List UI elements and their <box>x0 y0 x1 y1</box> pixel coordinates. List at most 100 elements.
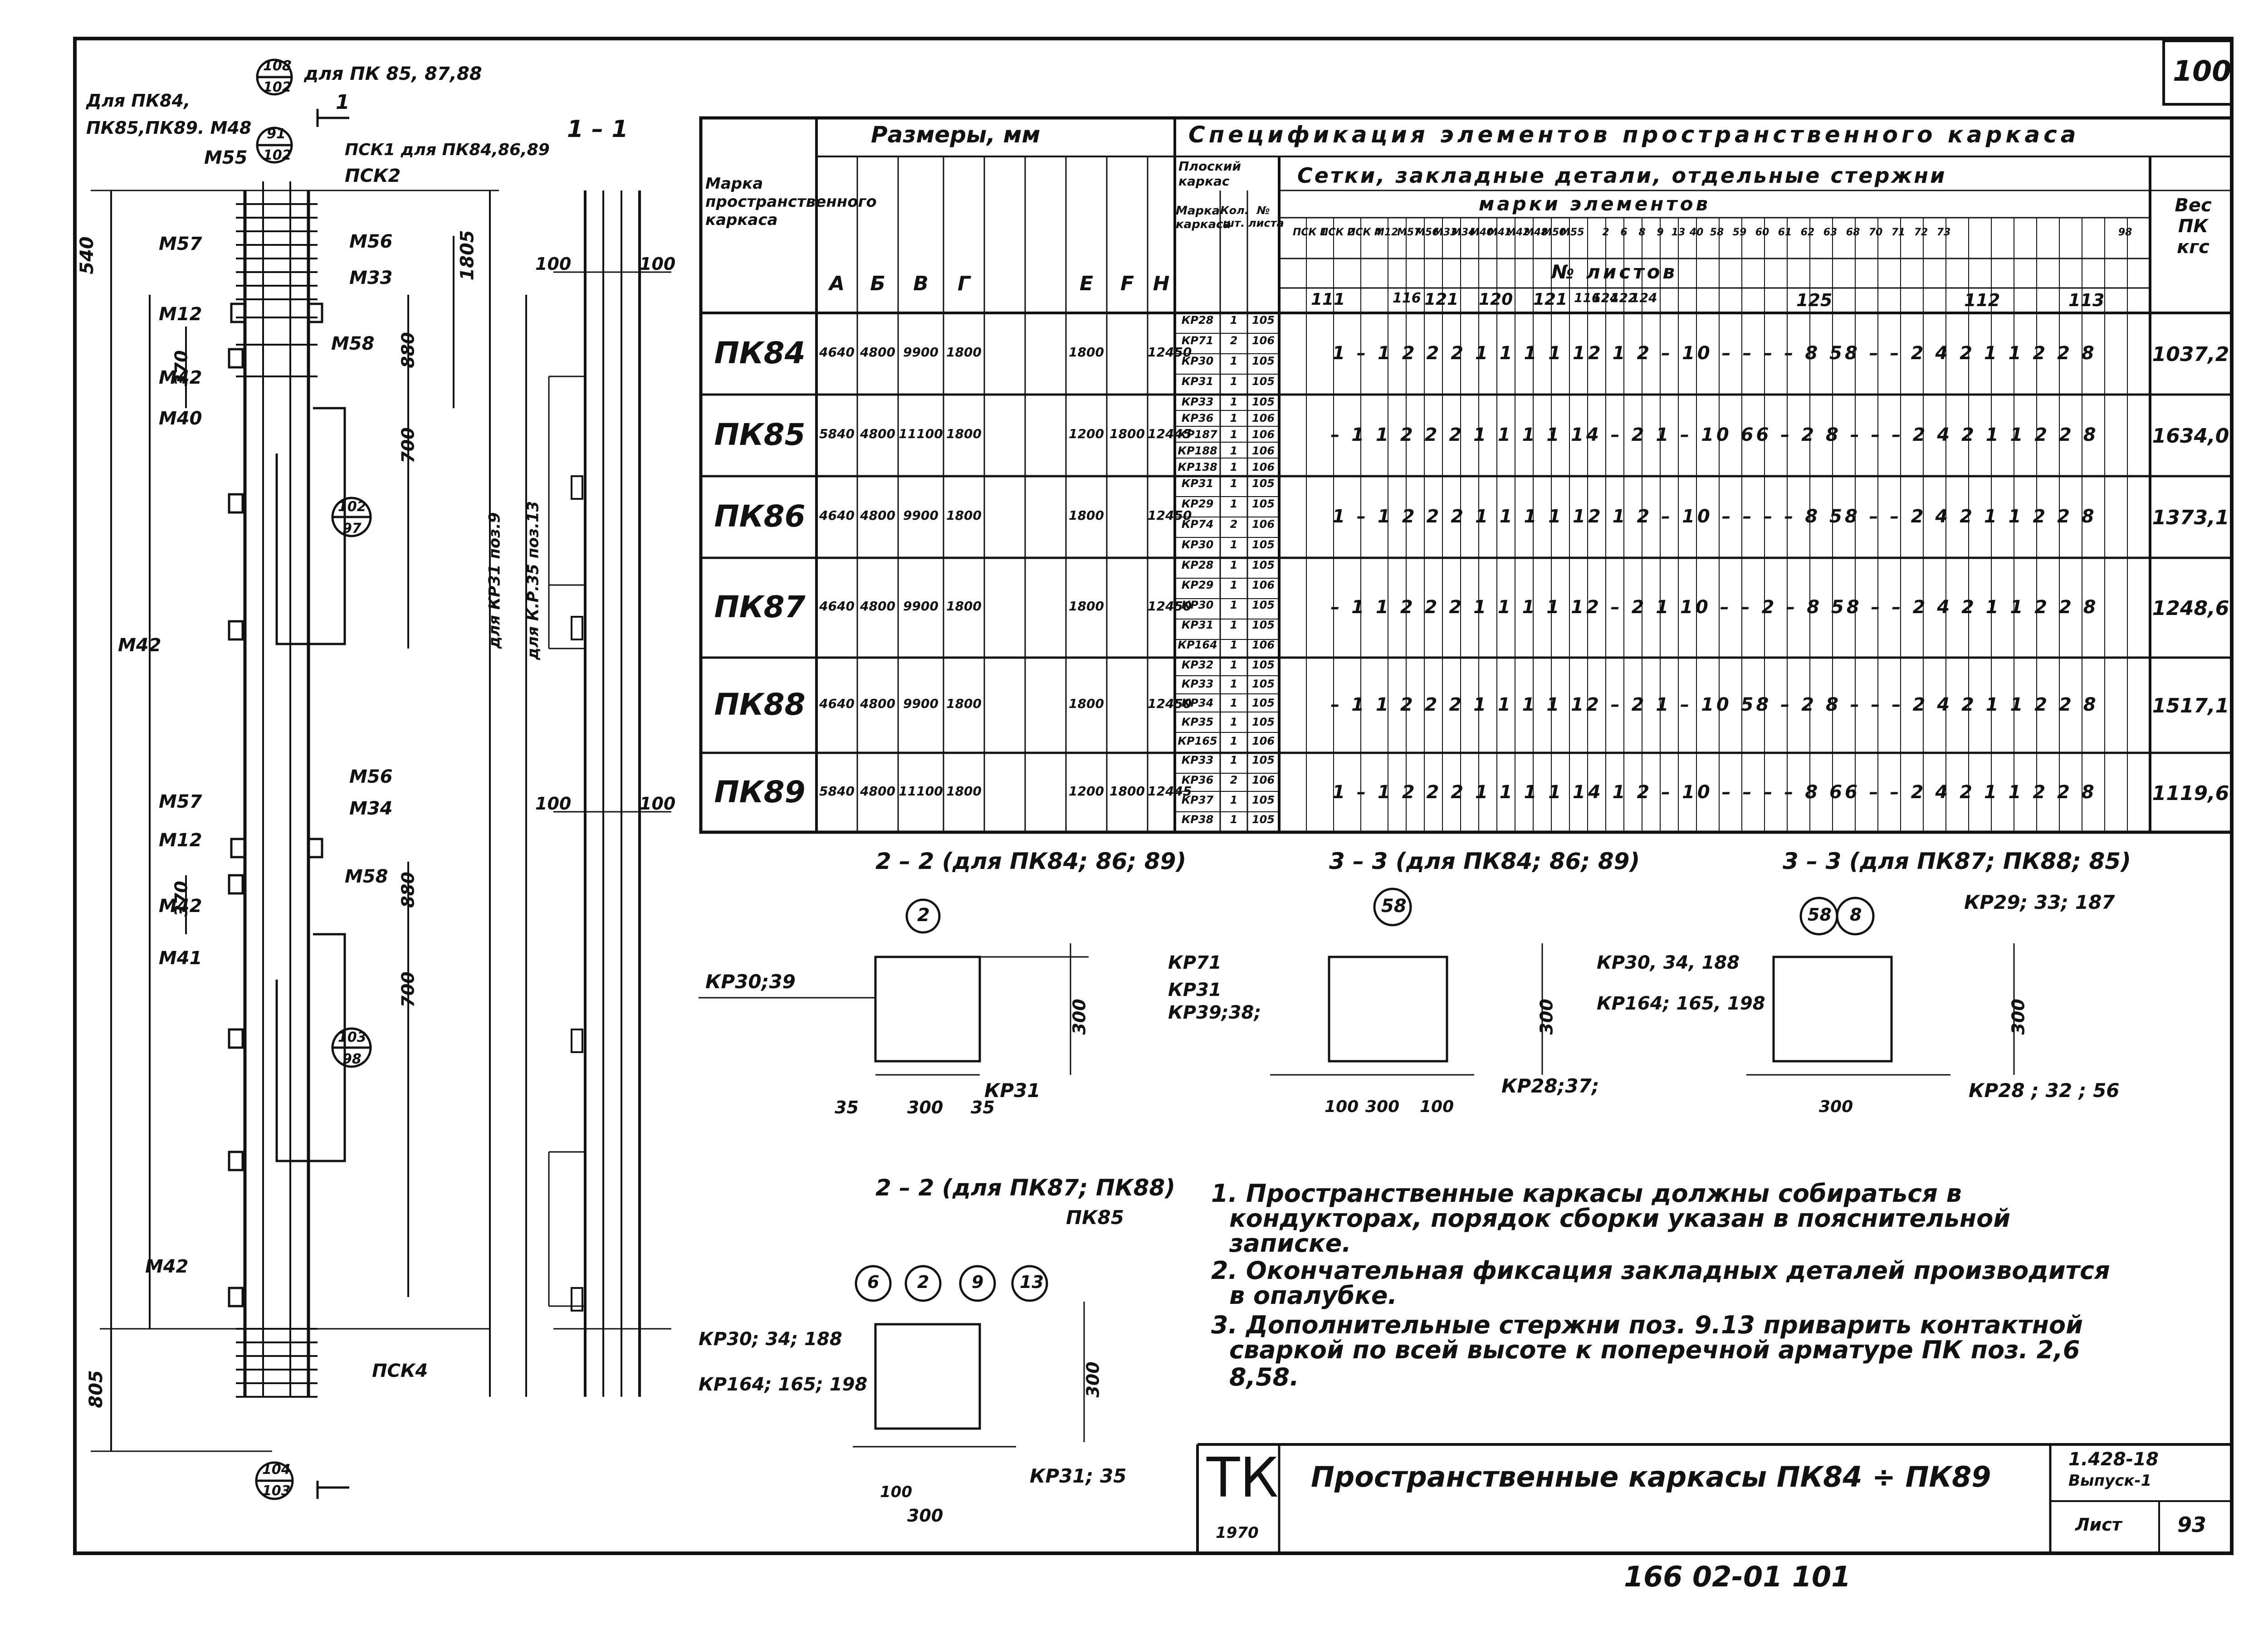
element-mark-header: М12 <box>1374 227 1398 238</box>
spec-table-grid <box>699 116 2234 834</box>
row-sheets-entry: 105 <box>1251 559 1275 571</box>
row-counts-entry: 1 <box>1230 375 1238 388</box>
row-dim-a: 4640 <box>819 599 855 614</box>
s33-left: КР71 <box>1168 952 1222 973</box>
element-mark-header: М40 <box>1470 227 1494 238</box>
issue: Выпуск-1 <box>2068 1472 2152 1490</box>
dim-label: 1805 <box>457 230 478 281</box>
s22-left: КР30;39 <box>705 971 796 993</box>
vertical-note2: для К.Р.35 поз.13 <box>524 501 543 660</box>
callout-mid1-sub: 97 <box>342 521 362 537</box>
s39-callout: 58 <box>1808 905 1832 925</box>
row-sheets-entry: 105 <box>1251 599 1275 611</box>
note-2b: в опалубке. <box>1229 1281 1398 1310</box>
row-sheets-entry: 106 <box>1251 518 1275 531</box>
s22-dim: 35 <box>835 1097 859 1117</box>
dim-label: 100 <box>640 254 676 274</box>
element-mark-header: 2 <box>1602 227 1609 238</box>
s33-title: 3 – 3 (для ПК84; 86; 89) <box>1329 848 1640 874</box>
row-dim-a: 5840 <box>819 426 855 441</box>
element-mark-header: ПСК 2 <box>1320 227 1354 238</box>
s22b-title: 2 – 2 (для ПК87; ПК88) <box>875 1175 1176 1201</box>
dim-label: 540 <box>76 236 98 274</box>
element-mark-header: М57 <box>1397 227 1421 238</box>
m-label: М55 <box>204 147 248 168</box>
row-counts-entry: 1 <box>1230 461 1238 473</box>
note-1b: кондукторах, порядок сборки указан в поя… <box>1229 1204 2011 1233</box>
s22b-callout: 2 <box>917 1272 929 1292</box>
row-dim-g: 1800 <box>946 696 982 711</box>
row-sheets-entry: 106 <box>1251 461 1275 473</box>
callout-circles-left <box>255 59 372 1500</box>
row-counts-entry: 1 <box>1230 559 1238 571</box>
m-label: М42 <box>159 367 202 388</box>
dim-label: 880 <box>398 872 418 908</box>
flat-frame: Плоский каркас <box>1178 159 1242 189</box>
row-counts-entry: 1 <box>1230 793 1238 806</box>
m-label: М33 <box>349 268 393 288</box>
row-frames-entry: КР30 <box>1181 599 1214 611</box>
note-1a: 1. Пространственные каркасы должны собир… <box>1211 1179 1962 1208</box>
s22-callout: 2 <box>917 905 930 926</box>
dim-col-header: В <box>913 272 929 295</box>
row-frames-entry: КР29 <box>1181 579 1214 591</box>
row-dim-v: 11100 <box>899 426 943 441</box>
row-sheets-entry: 105 <box>1251 395 1275 408</box>
m-label: М57 <box>159 791 202 812</box>
element-mark-header: М48 <box>1524 227 1548 238</box>
s39-left: КР164; 165, 198 <box>1597 993 1765 1014</box>
row-dim-e: 1800 <box>1069 508 1104 523</box>
row-sheets-entry: 105 <box>1251 813 1275 826</box>
row-frames-entry: КР188 <box>1178 444 1217 457</box>
element-mark-header: 59 <box>1732 227 1747 238</box>
row-counts-entry: 1 <box>1230 754 1238 766</box>
flat-col-header: Кол. шт. <box>1220 204 1249 229</box>
dim-col-header: Г <box>957 272 971 295</box>
spec-title: Спецификация элементов пространственного… <box>1188 122 2080 148</box>
element-mark-header: 61 <box>1778 227 1792 238</box>
row-frames-entry: КР30 <box>1181 538 1214 551</box>
row-dim-f: 1800 <box>1110 426 1145 441</box>
row-frames-entry: КР164 <box>1178 639 1217 651</box>
element-mark-header: М34 <box>1452 227 1476 238</box>
row-frames-entry: КР28 <box>1181 314 1214 327</box>
element-mark-header: 60 <box>1755 227 1769 238</box>
row-mark: ПК86 <box>714 499 806 534</box>
sheet-number: 100 <box>2173 54 2232 88</box>
element-mark-header: 8 <box>1638 227 1646 238</box>
dim-label: 100 <box>535 794 572 814</box>
row-frames-entry: КР37 <box>1181 793 1214 806</box>
row-dim-g: 1800 <box>946 426 982 441</box>
s22-title: 2 – 2 (для ПК84; 86; 89) <box>875 848 1187 874</box>
column-elevation <box>91 109 527 1499</box>
vertical-note1: для КР31 поз.9 <box>485 512 504 649</box>
row-mark: ПК87 <box>714 590 806 624</box>
row-dim-v: 9900 <box>903 345 938 360</box>
row-counts-entry: 1 <box>1230 498 1238 510</box>
row-dim-f: 1800 <box>1110 783 1145 799</box>
row-element-values: – 1 1 2 2 2 1 1 1 1 12 – 2 1 10 – – 2 – … <box>1330 597 2099 618</box>
s33-dim: 100 <box>1420 1097 1454 1116</box>
marks-title: марки элементов <box>1479 193 1711 215</box>
row-dim-h: 12445 <box>1148 783 1192 799</box>
row-element-values: 1 – 1 2 2 2 1 1 1 1 12 1 2 – 10 – – – – … <box>1332 506 2097 527</box>
m-label: М56 <box>349 766 393 787</box>
row-frames-entry: КР31 <box>1181 477 1214 490</box>
row-counts-entry: 1 <box>1230 314 1238 327</box>
row-sheets-entry: 106 <box>1251 428 1275 441</box>
row-frames-entry: КР33 <box>1181 395 1214 408</box>
s22b-left: КР30; 34; 188 <box>699 1329 842 1350</box>
dim-label: 100 <box>640 794 676 814</box>
title-text: Пространственные каркасы ПК84 ÷ ПК89 <box>1311 1460 1991 1493</box>
sheet-ref: 116 <box>1393 290 1421 306</box>
m-label: М34 <box>349 798 393 819</box>
nets-title: Сетки, закладные детали, отдельные стерж… <box>1297 163 1947 188</box>
row-dim-a: 4640 <box>819 696 855 711</box>
dim-label: 370 <box>171 881 191 917</box>
row-dim-h: 12445 <box>1148 426 1192 441</box>
s39-title: 3 – 3 (для ПК87; ПК88; 85) <box>1783 848 2131 874</box>
callout-mid2: 103 <box>338 1029 367 1045</box>
sheet-ref: 125 <box>1796 290 1833 310</box>
s22-dim: 300 <box>1069 999 1090 1035</box>
